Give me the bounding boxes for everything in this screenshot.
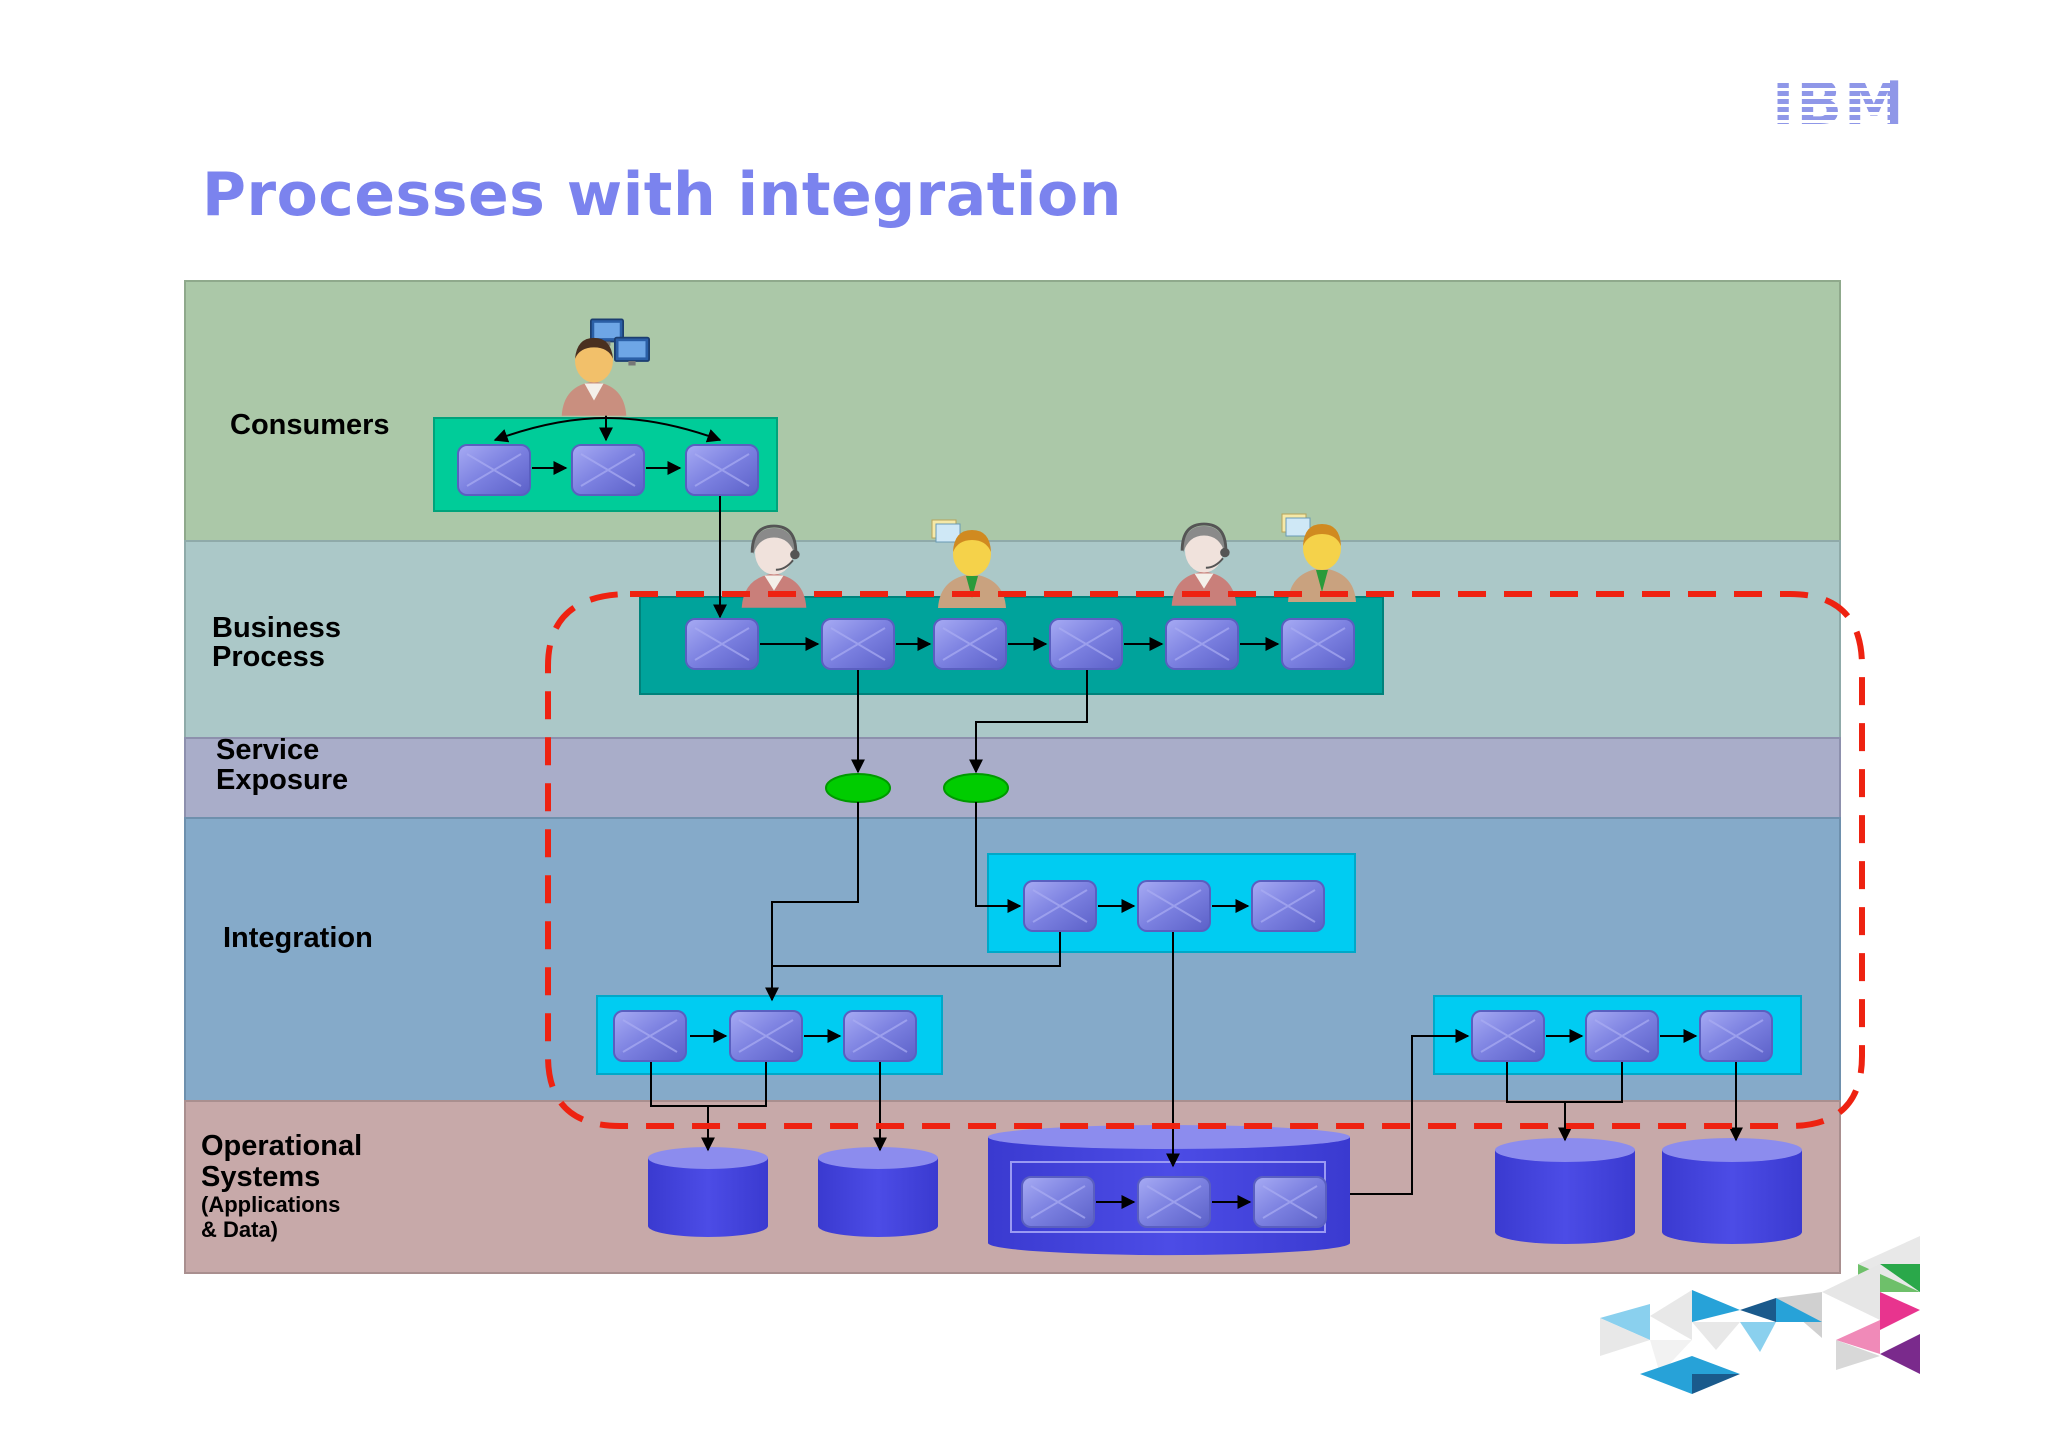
process-step-icon xyxy=(842,1010,918,1062)
process-step-icon xyxy=(1022,880,1098,932)
process-step-icon xyxy=(684,618,760,670)
process-step-icon xyxy=(1020,1176,1096,1228)
process-step-icon xyxy=(1698,1010,1774,1062)
database-icon xyxy=(1662,1138,1802,1244)
lane-label-consumers: Consumers xyxy=(230,409,390,441)
process-step-icon xyxy=(684,444,760,496)
process-step-icon xyxy=(728,1010,804,1062)
process-step-icon xyxy=(1280,618,1356,670)
process-step-icon xyxy=(612,1010,688,1062)
process-step-icon xyxy=(1136,1176,1212,1228)
database-icon xyxy=(648,1147,768,1237)
process-step-icon xyxy=(1250,880,1326,932)
process-step-icon xyxy=(1584,1010,1660,1062)
process-step-icon xyxy=(1048,618,1124,670)
lane-label-operational-line1: Operational xyxy=(201,1130,362,1162)
triangle-mosaic-icon xyxy=(1600,1236,1920,1394)
slide-title: Processes with integration xyxy=(202,160,1122,230)
lane-label-integration: Integration xyxy=(223,922,373,954)
ibm-logo: IBM xyxy=(1770,69,1904,139)
lane-label-operational-sub1: (Applications xyxy=(201,1192,340,1217)
lane-label-operational-sub2: & Data) xyxy=(201,1217,278,1242)
lane-label-operational-line2: Systems xyxy=(201,1161,320,1193)
lane-label-service-line2: Exposure xyxy=(216,764,348,796)
process-step-icon xyxy=(820,618,896,670)
lane-label-business-line2: Process xyxy=(212,641,325,673)
process-step-icon xyxy=(570,444,646,496)
process-step-icon xyxy=(932,618,1008,670)
process-step-icon xyxy=(1164,618,1240,670)
process-step-icon xyxy=(456,444,532,496)
process-step-icon xyxy=(1252,1176,1328,1228)
process-step-icon xyxy=(1136,880,1212,932)
lane-label-service-line1: Service xyxy=(216,734,319,766)
process-step-icon xyxy=(1470,1010,1546,1062)
connectors xyxy=(493,405,1743,1209)
database-icon xyxy=(818,1147,938,1237)
service-endpoint-icon[interactable] xyxy=(943,773,1009,803)
service-endpoint-icon[interactable] xyxy=(825,773,891,803)
database-icon xyxy=(1495,1138,1635,1244)
lane-service-exposure xyxy=(184,737,1841,819)
lane-label-business-line1: Business xyxy=(212,612,341,644)
business-process-container xyxy=(639,596,1384,695)
